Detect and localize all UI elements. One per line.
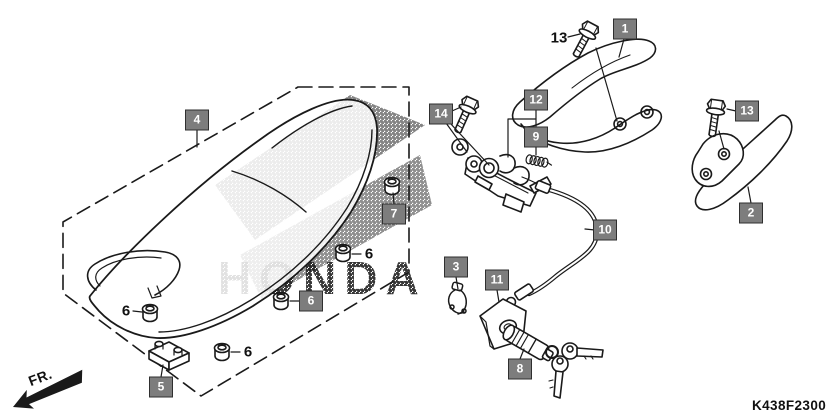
latch-spring-drawing [525,154,553,168]
callout-10-9: 10 [593,219,617,241]
callout-6-17: 6 [364,245,374,263]
leader-lines [132,33,752,378]
fr-direction-arrow: FR. [13,366,83,409]
grab-rail-right-drawing [691,114,793,211]
grommet-6-a [141,303,159,323]
grommet-7 [383,176,401,196]
fr-label: FR. [26,366,54,390]
callout-12-11: 12 [524,89,548,111]
grommet-6-d [334,243,352,263]
callout-5-4: 5 [149,376,173,398]
bolt-14 [448,94,482,137]
callout-14-13: 14 [429,103,453,125]
callout-6-5: 6 [299,290,323,312]
callout-3-2: 3 [444,256,468,278]
seat-boundary-dashed [62,86,410,397]
callout-7-6: 7 [382,203,406,225]
seat-latch-drawing [451,138,552,213]
callout-1-0: 1 [613,18,637,40]
bolt-13-right [702,98,727,139]
callout-6-16: 6 [243,343,253,361]
callout-13-12: 13 [735,100,759,122]
grommet-6-b [213,342,231,362]
seat-lock-cable-drawing [505,176,600,308]
callout-2-1: 2 [739,202,763,224]
callout-6-15: 6 [121,302,131,320]
seat-bracket-drawing [148,340,190,371]
seat-drawing [86,98,378,339]
grommet-6-c [272,291,290,311]
callout-9-8: 9 [524,126,548,148]
key-cylinder-drawing [502,324,604,399]
callout-8-7: 8 [508,358,532,380]
callout-4-3: 4 [185,109,209,131]
callout-11-10: 11 [485,269,509,291]
callout-13-14: 13 [550,29,568,47]
diagram-code: K438F2300 [752,398,827,413]
